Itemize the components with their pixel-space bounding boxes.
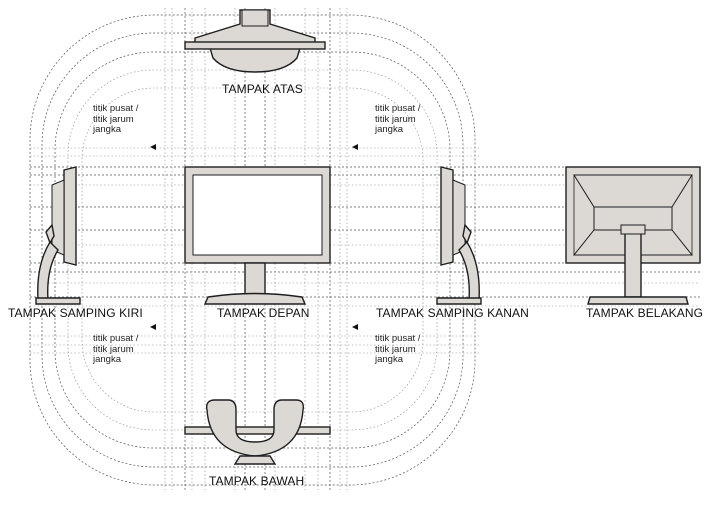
front-view-drawing [184,166,331,305]
compass-note-bottom-left: titik pusat / titik jarum jangka [93,333,155,366]
left-view-drawing [35,166,81,305]
compass-note-line: jangka [93,124,121,135]
compass-arrows [150,144,358,330]
label-right-view: TAMPAK SAMPING KANAN [376,306,529,320]
compass-note-bottom-right: titik pusat / titik jarum jangka [375,333,437,366]
label-front-view: TAMPAK DEPAN [217,306,310,320]
compass-note-line: jangka [375,354,403,365]
top-view-drawing [184,9,326,73]
label-top-view: TAMPAK ATAS [222,82,303,96]
arrow-marker [352,324,358,330]
right-view-drawing [436,166,482,305]
compass-note-line: jangka [93,354,121,365]
compass-note-line: titik pusat / [375,333,421,344]
bottom-view-drawing [184,399,331,465]
arrow-marker [352,144,358,150]
back-view-drawing [565,166,701,305]
compass-note-top-left: titik pusat / titik jarum jangka [93,103,155,136]
compass-note-line: titik pusat / [93,103,139,114]
compass-note-line: titik jarum [375,113,416,125]
compass-note-top-right: titik pusat / titik jarum jangka [375,103,437,136]
arrow-marker [150,144,156,150]
compass-note-line: titik jarum [93,113,134,125]
compass-note-line: titik jarum [375,343,416,355]
arrow-marker [150,324,156,330]
label-back-view: TAMPAK BELAKANG [586,306,704,320]
horizontal-guides [30,147,700,354]
compass-note-line: titik pusat / [375,103,421,114]
compass-note-line: jangka [375,124,403,135]
label-left-view: TAMPAK SAMPING KIRI [8,306,143,320]
label-bottom-view: TAMPAK BAWAH [209,474,305,488]
compass-note-line: titik jarum [93,343,134,355]
compass-note-line: titik pusat / [93,333,139,344]
